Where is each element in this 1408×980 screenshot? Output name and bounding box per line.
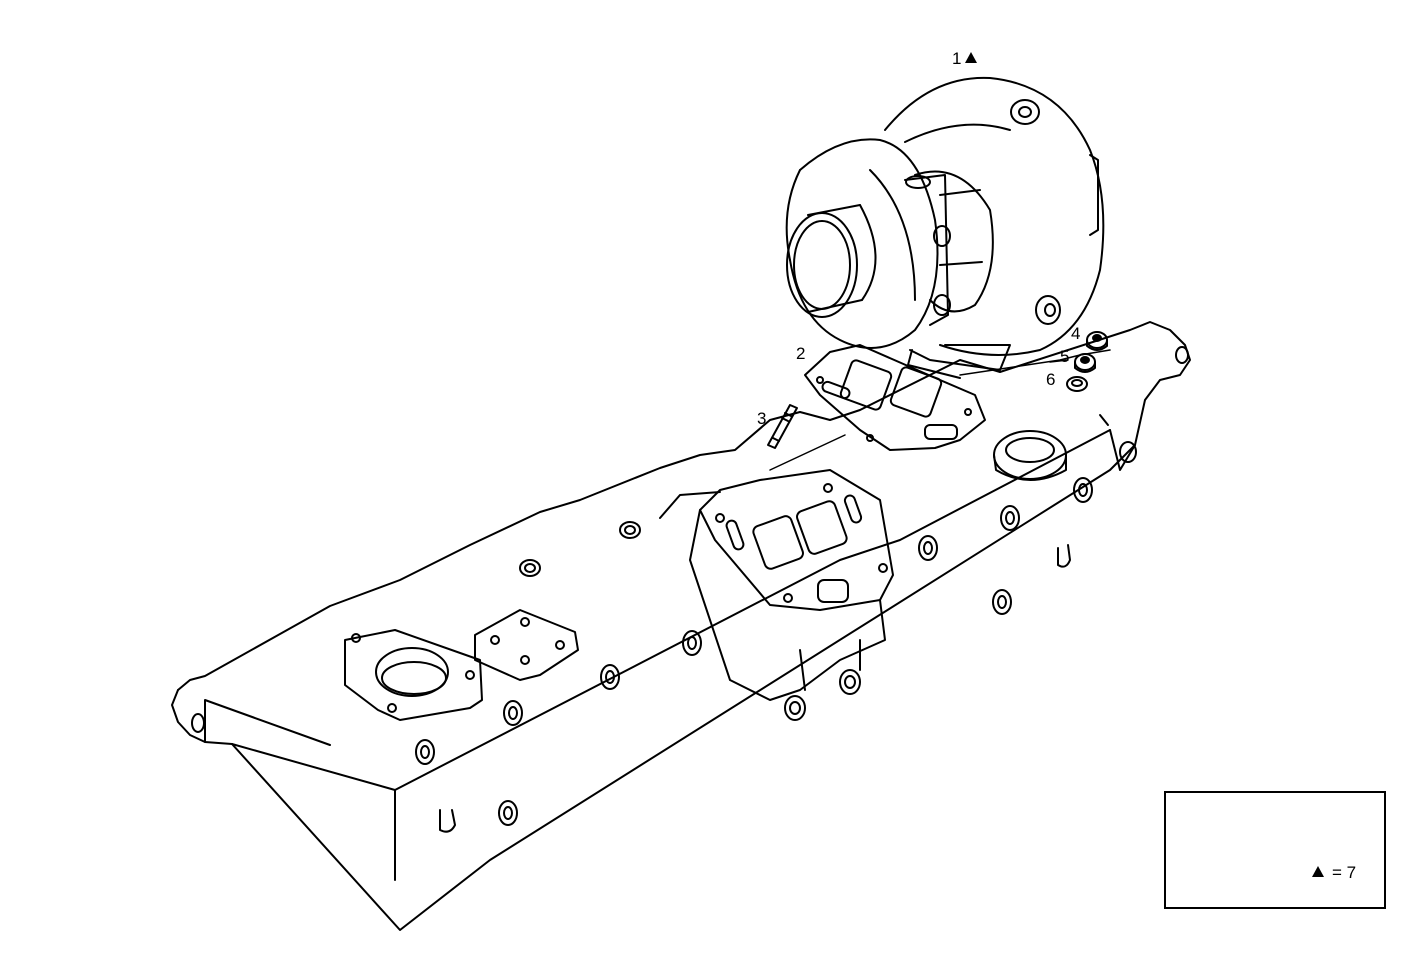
legend-label: = 7	[1332, 863, 1357, 882]
exhaust-manifold	[172, 322, 1190, 930]
legend-box: = 7	[1164, 791, 1386, 909]
callout-5-label: 5	[1060, 347, 1070, 366]
stud-part-3	[768, 405, 797, 448]
callout-6-label: 6	[1046, 370, 1056, 389]
callout-1: 1	[952, 49, 978, 68]
nut-part-5	[1075, 354, 1095, 372]
callout-5: 5	[1060, 348, 1069, 365]
gasket-part-2	[770, 345, 985, 470]
callout-2-label: 2	[796, 344, 806, 363]
callout-2: 2	[796, 345, 805, 362]
callout-1-label: 1	[952, 49, 962, 68]
triangle-marker-icon	[965, 52, 978, 63]
turbocharger-part-1	[787, 78, 1110, 378]
callout-3-label: 3	[757, 409, 767, 428]
nut-part-4	[1087, 332, 1107, 350]
callout-4-label: 4	[1071, 324, 1081, 343]
washer-part-6	[1067, 377, 1087, 391]
callout-3: 3	[757, 410, 766, 427]
legend-text: = 7	[1312, 863, 1356, 883]
callout-4: 4	[1071, 325, 1080, 342]
callout-6: 6	[1046, 371, 1055, 388]
triangle-marker-icon	[1312, 866, 1324, 877]
